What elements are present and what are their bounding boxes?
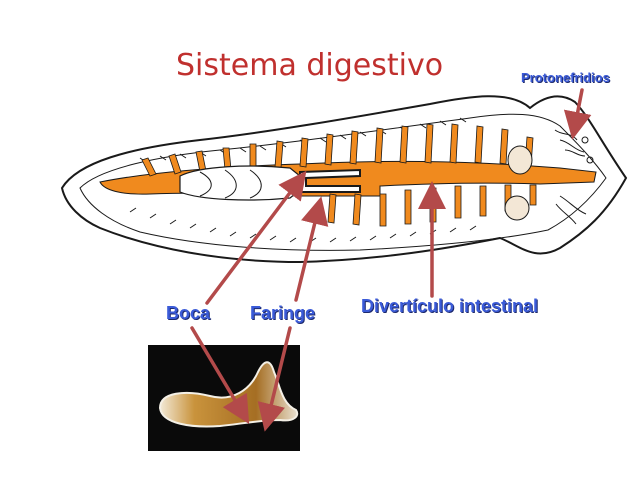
arrow-boca <box>205 170 307 305</box>
arrow-protonefridios <box>563 88 592 140</box>
label-boca: Boca <box>166 303 211 323</box>
pointer-arrows <box>190 88 592 432</box>
label-protonefridios: Protonefridios <box>521 70 610 85</box>
planarian-photo <box>148 345 300 451</box>
label-faringe: Faringe <box>250 303 316 323</box>
planarian-diagram <box>60 95 628 264</box>
arrow-faringe <box>294 196 329 302</box>
pharynx <box>179 165 301 201</box>
arrow-boca-photo <box>190 326 250 425</box>
arrow-faringe-photo <box>257 326 292 432</box>
page-title: Sistema digestivo <box>176 48 444 83</box>
label-diverticulo-intestinal: Divertículo intestinal <box>361 296 539 316</box>
